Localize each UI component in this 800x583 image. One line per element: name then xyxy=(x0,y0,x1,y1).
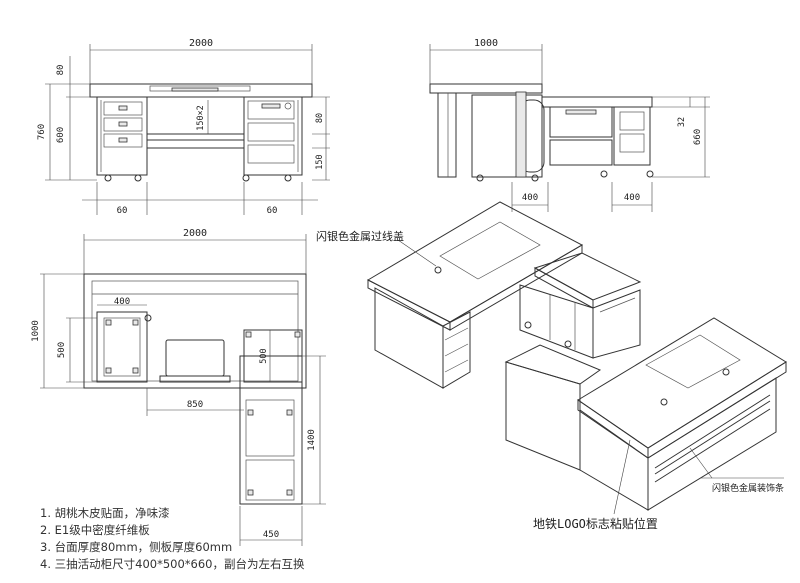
dim-side-width: 1000 xyxy=(474,38,498,49)
note-item: 3. 台面厚度80mm，侧板厚度60mm xyxy=(40,540,233,554)
side-elevation: 1000 32 660 400 400 xyxy=(429,38,710,212)
note-item: 4. 三抽活动柜尺寸400*500*660，副台为左右互换 xyxy=(40,557,305,571)
dim-side-400a: 400 xyxy=(522,193,538,203)
plan-view: 2000 1000 500 400 500 850 1400 450 xyxy=(31,228,326,546)
dim-plan-500: 500 xyxy=(57,342,67,358)
callout-cable-cover: 闪银色金属过线盖 xyxy=(316,229,404,243)
isometric-view-desk-with-return xyxy=(366,201,642,389)
notes-list: 1. 胡桃木皮贴面，净味漆 2. E1级中密度纤维板 3. 台面厚度80mm，侧… xyxy=(40,505,400,573)
dim-side-32: 32 xyxy=(677,117,687,127)
callouts: 闪银色金属过线盖 闪银色金属装饰条 地铁LOGO标志粘贴位置 xyxy=(316,229,784,531)
dim-front-width: 2000 xyxy=(189,38,213,49)
callout-logo-position: 地铁LOGO标志粘贴位置 xyxy=(533,516,658,531)
dim-side-660: 660 xyxy=(693,129,703,145)
dim-plan-depth: 1000 xyxy=(31,320,41,342)
dim-plan-400: 400 xyxy=(114,297,130,307)
dim-plan-500b: 500 xyxy=(259,348,269,363)
dim-front-drawer: 150×2 xyxy=(196,105,206,131)
dim-front-height-total: 760 xyxy=(37,124,47,140)
dim-front-right-80: 80 xyxy=(315,113,325,123)
note-item: 1. 胡桃木皮贴面，净味漆 xyxy=(40,506,170,520)
isometric-view-executive-desk xyxy=(504,317,787,511)
dim-plan-850: 850 xyxy=(187,400,203,410)
note-item: 2. E1级中密度纤维板 xyxy=(40,523,150,537)
dim-front-body: 600 xyxy=(56,127,66,143)
dim-front-leg-right: 60 xyxy=(267,206,278,216)
dim-side-400b: 400 xyxy=(624,193,640,203)
callout-decor-strip: 闪银色金属装饰条 xyxy=(712,482,784,494)
dim-front-top-thickness: 80 xyxy=(56,65,66,76)
dim-front-leg-left: 60 xyxy=(117,206,128,216)
dim-front-right-150: 150 xyxy=(315,154,325,169)
dim-plan-width: 2000 xyxy=(183,228,207,239)
dim-plan-450: 450 xyxy=(263,530,279,540)
front-elevation: 2000 760 80 600 150×2 80 150 60 60 xyxy=(37,38,330,216)
dim-plan-1400: 1400 xyxy=(307,429,317,451)
